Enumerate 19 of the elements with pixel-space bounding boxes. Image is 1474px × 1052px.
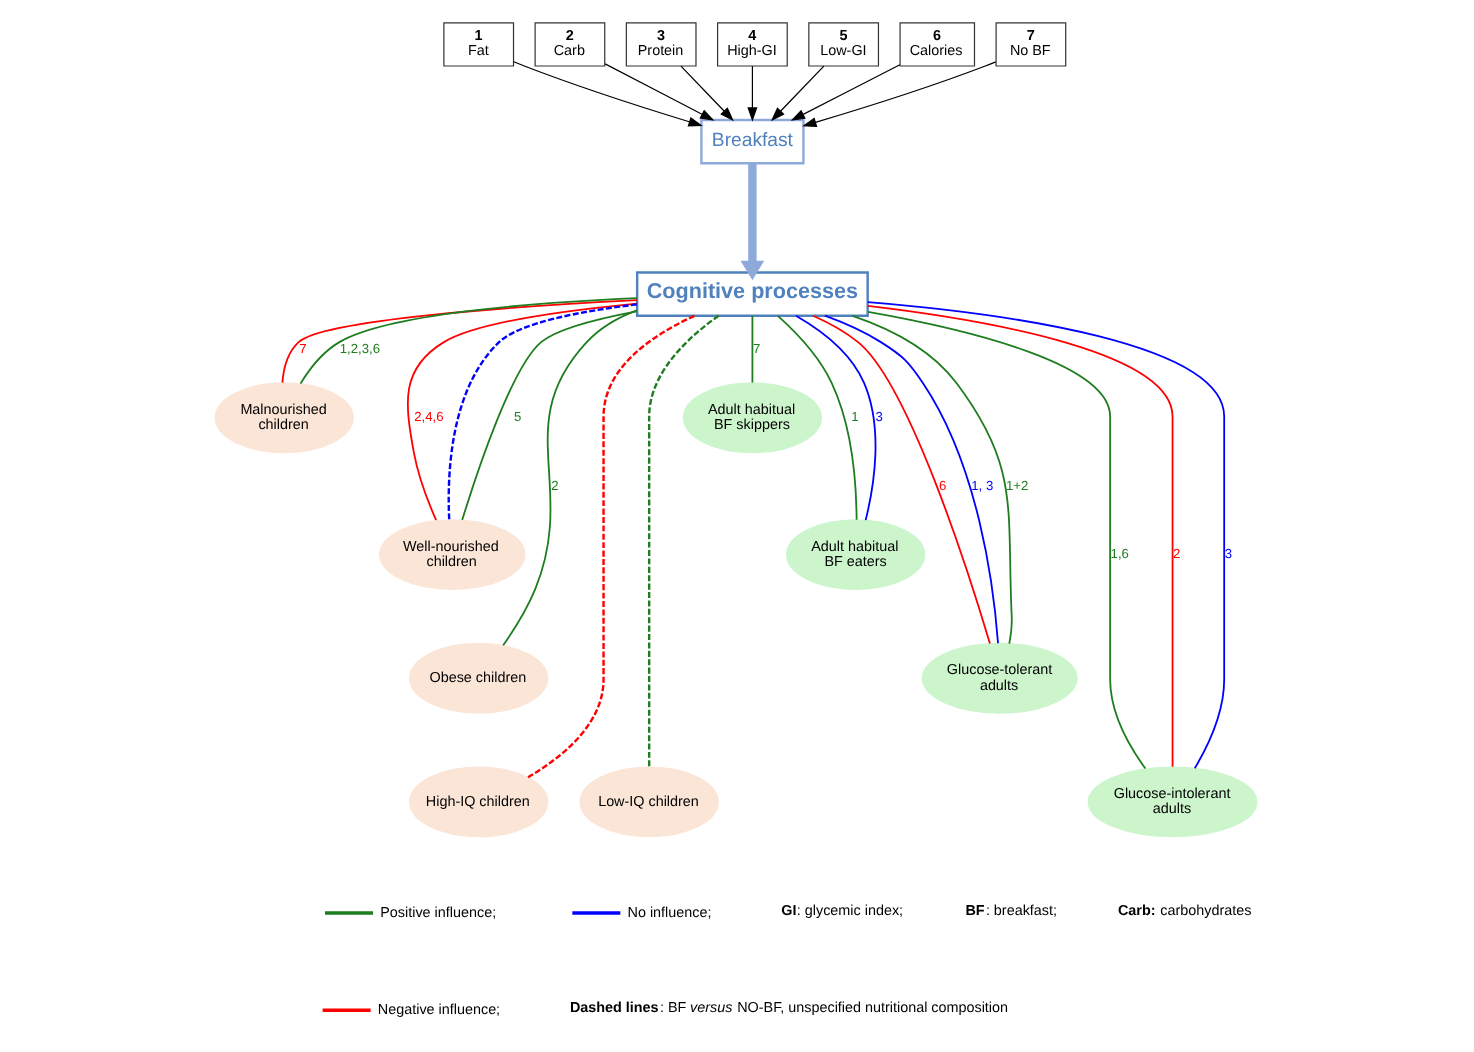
connector: [526, 313, 694, 778]
arrow: [769, 64, 824, 121]
connector: [750, 313, 753, 383]
arrow: [603, 62, 714, 120]
connector: [865, 300, 1225, 769]
connector: [406, 301, 637, 521]
connector: [775, 314, 857, 520]
arrow: [679, 64, 733, 121]
connector: [646, 313, 719, 766]
connector: [850, 313, 1012, 644]
arrow: [739, 162, 764, 280]
connector: [501, 308, 637, 646]
arrow: [512, 60, 702, 126]
connector: [794, 313, 876, 521]
node-box: Breakfast: [699, 117, 804, 164]
arrow: [746, 64, 757, 121]
arrow: [789, 63, 900, 120]
arrow: [801, 60, 996, 127]
node-box: Cognitive processes: [634, 270, 868, 316]
